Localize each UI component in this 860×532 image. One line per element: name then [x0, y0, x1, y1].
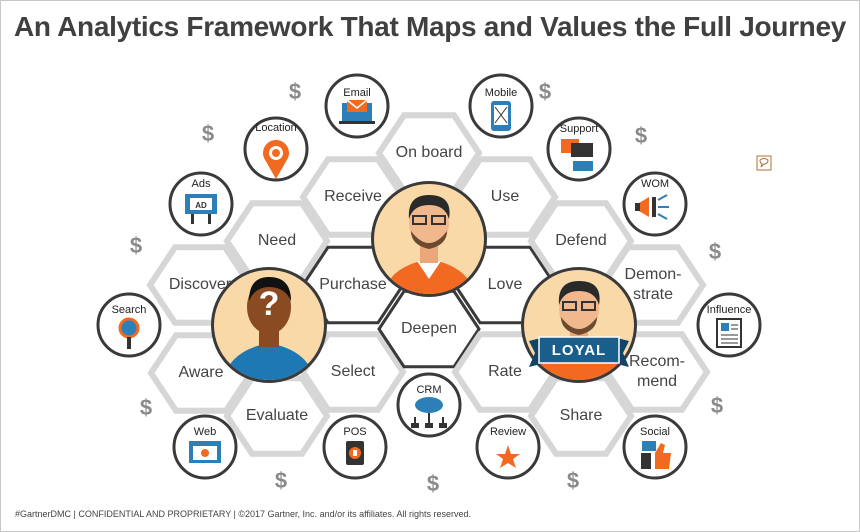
persona-customer	[371, 181, 487, 297]
channel-social-label: Social	[640, 426, 670, 438]
channel-pos: POS	[322, 414, 388, 480]
magnifier-icon	[118, 317, 140, 349]
dollar-icon: $	[275, 468, 287, 493]
stage-rate: Rate	[488, 363, 522, 380]
footer: #GartnerDMC | CONFIDENTIAL AND PROPRIETA…	[15, 509, 471, 519]
comment-icon[interactable]	[756, 155, 772, 171]
star-icon	[496, 445, 520, 468]
stage-recommend-line1: Recom-	[629, 353, 685, 370]
support-chat-icon	[561, 139, 593, 171]
channel-influence: Influence	[696, 292, 762, 358]
channel-location: Location	[243, 116, 309, 182]
dollar-icon: $	[140, 395, 152, 420]
channel-ads-label: Ads	[192, 178, 211, 190]
dollar-icon: $	[635, 123, 647, 148]
channel-social: Social	[622, 414, 688, 480]
billboard-icon: AD	[185, 194, 217, 224]
channel-search: Search	[96, 292, 162, 358]
envelope-icon	[339, 99, 375, 124]
cloud-network-icon	[411, 397, 447, 428]
stage-purchase: Purchase	[319, 276, 387, 293]
channel-pos-label: POS	[343, 426, 366, 438]
channel-web: Web	[172, 414, 238, 480]
channel-mobile: Mobile	[468, 73, 534, 139]
stage-need: Need	[258, 232, 296, 249]
stage-recommend-line2: mend	[637, 373, 677, 390]
channel-location-label: Location	[255, 122, 297, 134]
smartphone-icon	[491, 101, 511, 131]
channel-support: Support	[546, 116, 612, 182]
card-terminal-icon	[346, 441, 364, 465]
channel-email-label: Email	[343, 87, 371, 99]
dollar-icon: $	[289, 79, 301, 104]
map-pin-icon	[263, 140, 289, 179]
dollar-icon: $	[427, 471, 439, 496]
stage-aware: Aware	[178, 364, 223, 381]
channel-review-label: Review	[490, 426, 526, 438]
stage-discover: Discover	[169, 276, 232, 293]
stage-demonstrate-line1: Demon-	[625, 266, 682, 283]
channel-support-label: Support	[560, 123, 599, 135]
stage-evaluate: Evaluate	[246, 407, 308, 424]
hex-cell	[299, 331, 407, 413]
channel-web-label: Web	[194, 426, 216, 438]
browser-icon	[189, 441, 221, 463]
article-icon	[716, 318, 742, 348]
hex-cell	[223, 375, 331, 457]
dollar-icon: $	[709, 239, 721, 264]
dollar-icon: $	[202, 121, 214, 146]
stage-defend: Defend	[555, 232, 607, 249]
dollar-signs: $ $ $ $ $ $ $ $ $ $ $	[130, 79, 723, 496]
stage-on-board: On board	[396, 144, 463, 161]
channel-ads: Ads AD	[168, 171, 234, 237]
loyal-banner: LOYAL	[529, 336, 629, 367]
channel-email: Email	[324, 73, 390, 139]
persona-loyal: LOYAL	[521, 267, 637, 383]
dollar-icon: $	[539, 79, 551, 104]
stage-deepen: Deepen	[401, 320, 457, 337]
stage-select: Select	[331, 363, 376, 380]
dollar-icon: $	[130, 233, 142, 258]
persona-unknown: ?	[211, 267, 327, 383]
channel-wom-label: WOM	[641, 178, 669, 190]
channel-influence-label: Influence	[707, 304, 752, 316]
dollar-icon: $	[567, 468, 579, 493]
channel-crm-label: CRM	[416, 384, 441, 396]
channel-mobile-label: Mobile	[485, 87, 517, 99]
channel-wom: WOM	[622, 171, 688, 237]
thumbs-up-icon	[641, 441, 671, 469]
stage-love: Love	[488, 276, 523, 293]
stage-use: Use	[491, 188, 520, 205]
channel-crm: CRM	[396, 372, 462, 438]
stage-labels: Discover Need Aware Evaluate Receive On …	[169, 144, 685, 424]
loyal-banner-text: LOYAL	[552, 342, 606, 359]
dollar-icon: $	[711, 393, 723, 418]
stage-receive: Receive	[324, 188, 382, 205]
stage-share: Share	[560, 407, 603, 424]
hex-cell	[527, 375, 635, 457]
stage-demonstrate-line2: strate	[633, 286, 673, 303]
slide-title: An Analytics Framework That Maps and Val…	[13, 11, 847, 42]
channel-review: Review	[475, 414, 541, 480]
ad-badge-text: AD	[195, 201, 207, 210]
megaphone-icon	[635, 194, 669, 220]
channel-search-label: Search	[112, 304, 147, 316]
unknown-face-mark: ?	[259, 285, 280, 323]
